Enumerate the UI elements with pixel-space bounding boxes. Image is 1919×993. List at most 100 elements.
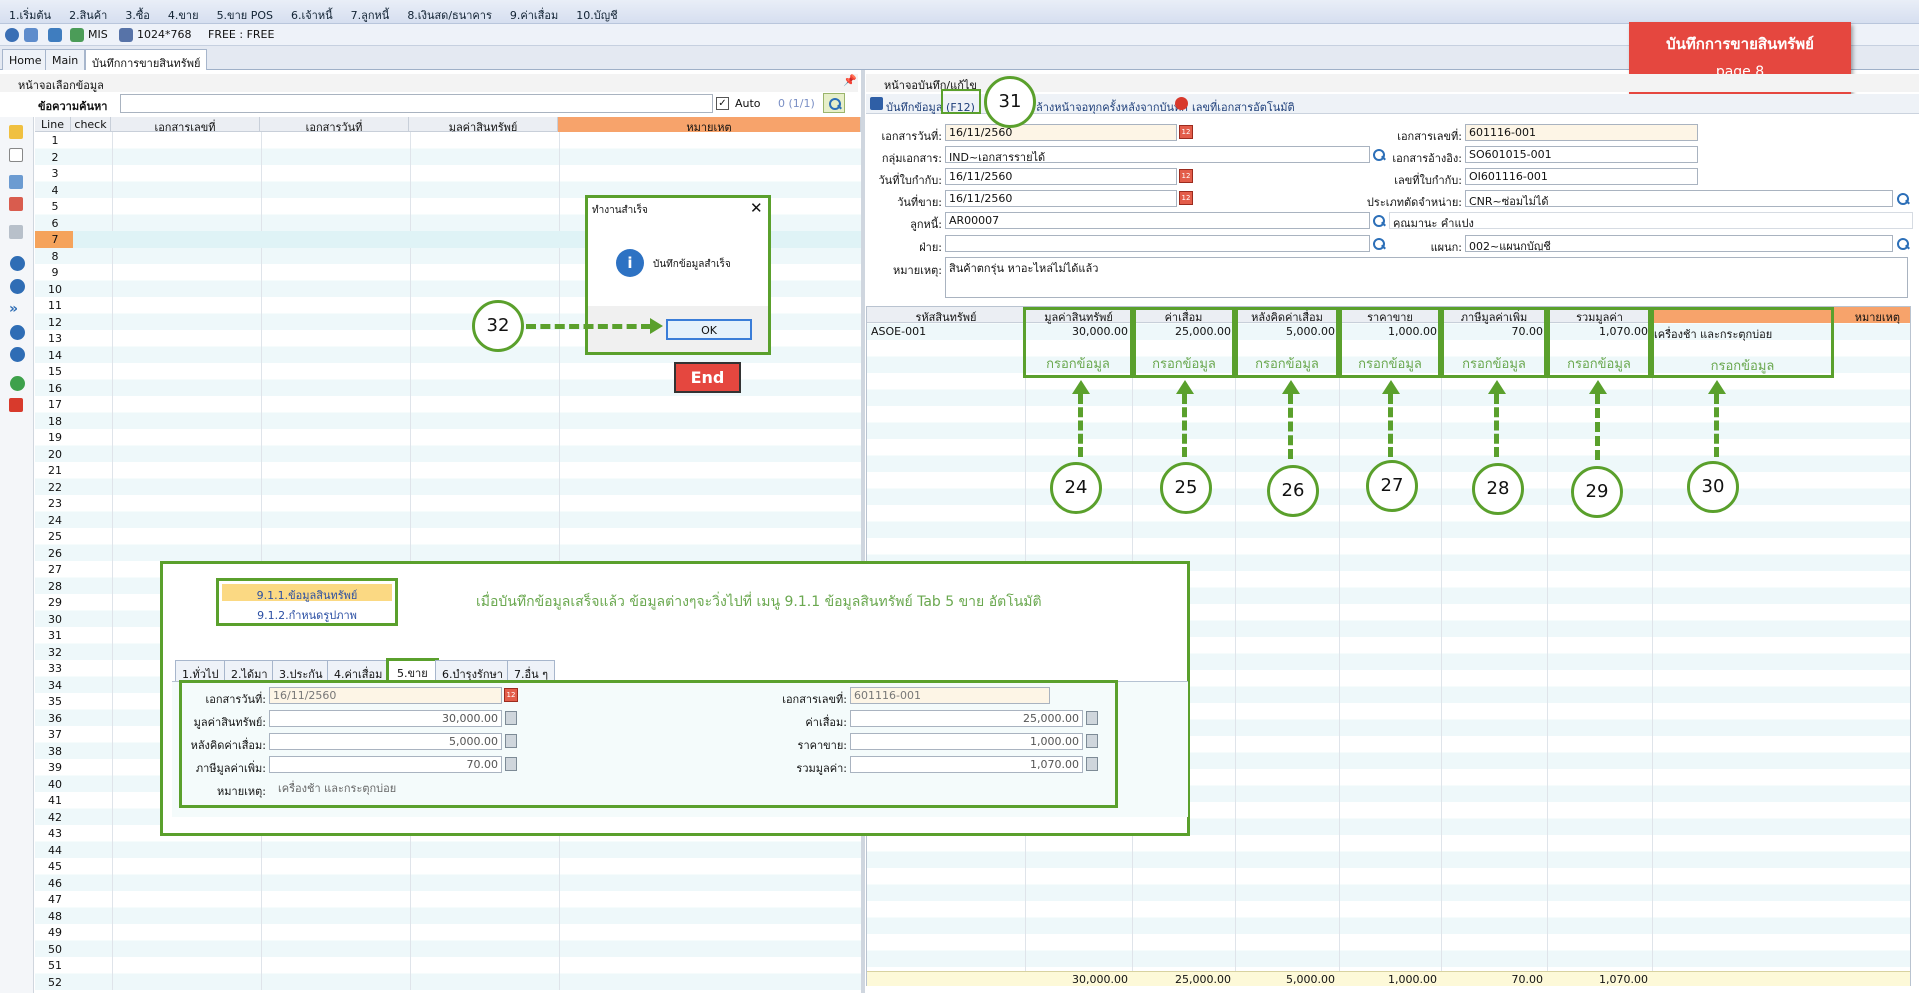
row-number[interactable]: 36 [48,711,62,725]
row-number[interactable]: 6 [51,216,59,230]
tab-main[interactable]: Main [45,49,86,70]
row-number[interactable]: 11 [48,299,62,312]
row-number[interactable]: 47 [48,893,62,906]
save-button[interactable]: บันทึกข้อมูล (F12) [886,101,975,114]
row-number[interactable]: 38 [48,744,62,758]
menu-accounting[interactable]: 10.บัญชี [576,9,618,22]
row-number[interactable]: 13 [48,332,62,345]
menu-pos[interactable]: 5.ขาย POS [216,9,273,22]
row-number[interactable]: 51 [48,959,62,972]
row-number[interactable]: 8 [51,249,59,263]
dispose-type-field[interactable]: CNR~ซ่อมไม่ได้ [1465,190,1893,207]
approve-icon[interactable] [10,376,25,391]
row-number[interactable]: 42 [48,810,62,824]
row-number[interactable]: 2 [51,150,59,164]
customer-field[interactable]: AR00007 [945,212,1370,229]
row-number[interactable]: 19 [48,431,62,444]
dept-field[interactable] [945,235,1370,252]
calendar-icon[interactable]: 12 [1179,191,1193,205]
row-number[interactable]: 43 [48,827,62,840]
info-tab-general[interactable]: 1.ทั่วไป [175,660,226,681]
check-doc-icon[interactable] [9,175,23,189]
row-number[interactable]: 15 [48,365,62,378]
remark-field[interactable]: สินค้าตกรุ่น หาอะไหล่ไม่ได้แล้ว [945,257,1908,298]
row-number[interactable]: 17 [48,398,62,411]
next-icon[interactable] [10,279,25,294]
ok-button[interactable]: OK [666,319,752,340]
row-number[interactable]: 48 [48,909,62,923]
new-doc-icon[interactable] [9,125,23,139]
row-number[interactable]: 4 [51,183,59,197]
doc-no-field[interactable]: 601116-001 [1465,124,1698,141]
tax-date-field[interactable]: 16/11/2560 [945,168,1177,185]
row-number[interactable]: 20 [48,447,62,461]
row-number[interactable]: 30 [48,612,62,626]
menu-item-asset-data[interactable]: 9.1.1.ข้อมูลสินทรัพย์ [222,584,392,602]
row-number[interactable]: 32 [48,645,62,659]
row-number[interactable]: 18 [48,414,62,428]
info-tab-insurance[interactable]: 3.ประกัน [272,660,330,681]
cancel-icon[interactable] [9,398,23,412]
row-number[interactable]: 25 [48,530,62,543]
customer-search-icon[interactable] [1372,214,1386,228]
row-number[interactable]: 46 [48,876,62,890]
doc-date-field[interactable]: 16/11/2560 [945,124,1177,141]
double-arrow-icon[interactable]: » [9,301,19,317]
chart-icon[interactable] [70,28,84,42]
division-field[interactable]: 002~แผนกบัญชี [1465,235,1893,252]
row-number[interactable]: 10 [48,282,62,296]
back-icon[interactable] [5,28,19,42]
row-number[interactable]: 14 [48,348,62,362]
info-tab-sale[interactable]: 5.ขาย [386,658,439,681]
row-number[interactable]: 1 [51,134,59,147]
info-tab-depreciation[interactable]: 4.ค่าเสื่อม [327,660,390,681]
doc-group-search-icon[interactable] [1372,148,1386,162]
dept-search-icon[interactable] [1372,237,1386,251]
dispose-type-search-icon[interactable] [1896,192,1910,206]
menu-depreciation[interactable]: 9.ค่าเสื่อม [509,9,559,22]
row-number[interactable]: 23 [48,497,62,510]
row-number[interactable]: 21 [48,464,62,477]
down-icon[interactable] [10,347,25,362]
up-icon[interactable] [10,325,25,340]
row-number[interactable]: 9 [51,266,59,279]
row-number[interactable]: 40 [48,777,62,791]
ref-doc-field[interactable]: SO601015-001 [1465,146,1698,163]
auto-doc-no-option[interactable]: เลขที่เอกสารอัตโนมัติ [1192,101,1295,114]
row-number[interactable]: 34 [48,678,62,692]
col-sale-price[interactable]: ราคาขาย [1367,311,1413,324]
tab-home[interactable]: Home [2,49,49,70]
row-number[interactable]: 26 [48,546,62,560]
search-input[interactable] [120,94,713,113]
row-number[interactable]: 35 [48,695,62,708]
menu-buy[interactable]: 3.ซื้อ [125,9,150,22]
col-depreciation[interactable]: ค่าเสื่อม [1164,311,1203,324]
col-check[interactable]: check [71,117,111,132]
pin-icon[interactable]: 📌 [843,74,857,87]
list-icon[interactable] [9,225,23,239]
table-row[interactable]: ASOE-001 30,000.00 25,000.00 5,000.00 1,… [867,324,1910,341]
col-after-depreciation[interactable]: หลังคิดค่าเสื่อม [1251,311,1323,324]
blank-doc-icon[interactable] [9,148,23,162]
row-number[interactable]: 29 [48,596,62,609]
row-number[interactable]: 27 [48,563,62,576]
info-tab-other[interactable]: 7.อื่น ๆ [507,660,556,681]
row-number[interactable]: 37 [48,728,62,741]
prev-icon[interactable] [10,256,25,271]
tax-no-field[interactable]: OI601116-001 [1465,168,1698,185]
doc-group-field[interactable]: IND~เอกสารรายได้ [945,146,1370,163]
mis-label[interactable]: MIS [88,28,108,41]
tab-asset-sale[interactable]: บันทึกการขายสินทรัพย์ [85,49,208,70]
splitter[interactable] [861,70,865,993]
row-number[interactable]: 44 [48,843,62,857]
info-tab-maintenance[interactable]: 6.บำรุงรักษา [435,660,510,681]
calendar-icon[interactable]: 12 [1179,125,1193,139]
info-tab-acquired[interactable]: 2.ได้มา [224,660,275,681]
menu-cash-bank[interactable]: 8.เงินสด/ธนาคาร [407,9,492,22]
col-doc-date[interactable]: เอกสารวันที่ [260,117,409,134]
col-asset-value[interactable]: มูลค่าสินทรัพย์ [1044,311,1113,324]
close-icon[interactable]: ✕ [750,199,763,217]
row-number[interactable]: 45 [48,860,62,873]
save-icon[interactable] [48,28,62,42]
row-number[interactable]: 31 [48,629,62,642]
